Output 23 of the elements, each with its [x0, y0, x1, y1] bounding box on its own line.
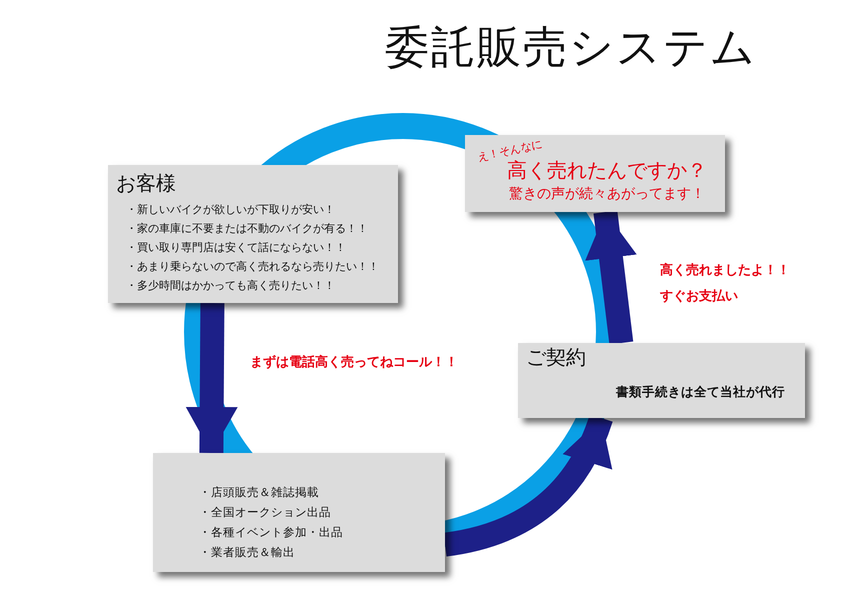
headline-text: 高く売れたんですか？ — [507, 158, 707, 183]
bullet-text: ・店頭販売＆雑誌掲載 — [199, 485, 319, 500]
edge-label: 高く売れましたよ！！すぐお支払い — [660, 262, 791, 306]
title: 委託販売システム — [385, 21, 757, 75]
edge-label: まずは電話高く売ってねコール！！ — [250, 354, 459, 372]
bullet-text: ・各種イベント参加・出品 — [199, 525, 343, 540]
arrow — [186, 302, 238, 454]
bullet-text: ・多少時間はかかっても高く売りたい！！ — [126, 279, 335, 293]
text-box — [465, 135, 725, 212]
bullet-text: ・新しいバイクが欲しいが下取りが安い！ — [126, 203, 335, 217]
bullet-text: ・家の車庫に不要または不動のバイクが有る！！ — [126, 222, 368, 236]
bullet-text: ・あまり乗らないので高く売れるなら売りたい！！ — [126, 260, 379, 274]
text-box — [153, 453, 445, 572]
bullet-text: ・業者販売＆輸出 — [199, 545, 295, 560]
bullet-text: ・買い取り専門店は安くて話にならない！！ — [126, 241, 346, 255]
note-text: 書類手続きは全て当社が代行 — [616, 384, 785, 400]
arrow — [585, 210, 637, 344]
heading: お客様 — [116, 171, 176, 196]
heading: ご契約 — [526, 345, 586, 370]
text-box — [518, 343, 805, 418]
text-box — [108, 165, 398, 303]
subheadline-text: 驚きの声が続々あがってます！ — [509, 186, 705, 204]
bullet-text: ・全国オークション出品 — [199, 505, 331, 520]
